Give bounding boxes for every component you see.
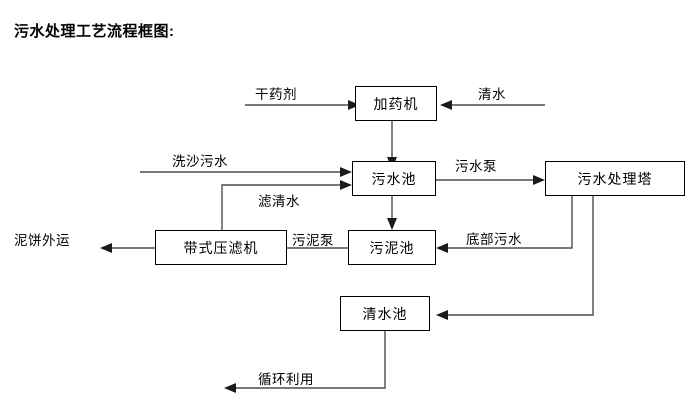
- arrowhead-filtrate: [340, 180, 352, 190]
- node-dosing-machine[interactable]: 加药机: [355, 86, 437, 121]
- arrowhead-sandwash: [340, 167, 352, 177]
- edge-label-bottom-sewage: 底部污水: [466, 232, 522, 247]
- edge-label-dry-agent: 干药剂: [255, 87, 297, 102]
- edge-label-sewage-pump: 污水泵: [455, 159, 497, 174]
- node-sludge-pool[interactable]: 污泥池: [348, 230, 436, 265]
- node-clear-water-pool[interactable]: 清水池: [340, 296, 430, 331]
- arrowhead-recycle: [224, 383, 236, 393]
- arrowhead-sewage-pump: [533, 175, 545, 185]
- edge-label-recycle-use: 循环利用: [258, 372, 314, 387]
- edge-label-sand-wash-sewage: 洗沙污水: [172, 154, 228, 169]
- edge-label-sludge-pump: 污泥泵: [292, 233, 334, 248]
- arrowhead-sewage-to-sludge: [387, 218, 397, 230]
- node-belt-filter-press[interactable]: 带式压滤机: [155, 230, 287, 265]
- arrowhead-bottom-sewage: [436, 243, 448, 253]
- node-dosing-machine-label: 加药机: [373, 95, 419, 112]
- page-title: 污水处理工艺流程框图:: [14, 23, 175, 40]
- edge-label-mud-cake-out: 泥饼外运: [14, 233, 70, 248]
- edge-label-clean-water: 清水: [478, 87, 506, 102]
- node-treatment-tower-label: 污水处理塔: [577, 170, 653, 187]
- edge-label-filtrate: 滤清水: [258, 194, 300, 209]
- arrowhead-mudcake: [100, 243, 112, 253]
- node-clear-water-pool-label: 清水池: [362, 305, 408, 322]
- arrowhead-tower-to-clear: [436, 310, 448, 320]
- node-sewage-pool-label: 污水池: [371, 170, 417, 187]
- node-sewage-pool[interactable]: 污水池: [352, 161, 436, 196]
- node-treatment-tower[interactable]: 污水处理塔: [545, 161, 685, 196]
- arrowhead-clean-water: [440, 100, 452, 110]
- node-sludge-pool-label: 污泥池: [369, 239, 415, 256]
- wire-tower-to-clear-water-pool: [448, 196, 594, 316]
- node-belt-filter-press-label: 带式压滤机: [183, 239, 259, 256]
